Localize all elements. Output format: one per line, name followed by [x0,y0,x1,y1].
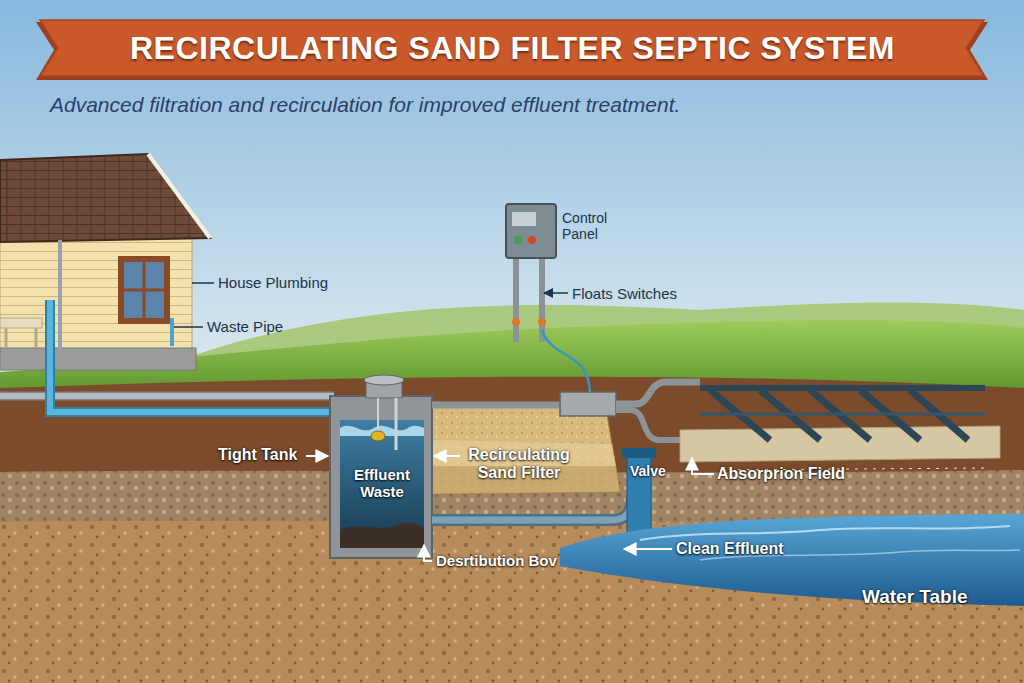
diagram-title: RECIRCULATING SAND FILTER SEPTIC SYSTEM [60,30,965,67]
part-label: Absorprion Field [717,465,845,483]
leader-line [192,282,214,284]
topsoil [0,377,1024,683]
panel-display [512,212,536,226]
deck-post [35,328,38,348]
gravel-layer [0,470,1024,683]
deck [0,318,42,328]
distribution-box [560,392,616,416]
valve-body [622,448,656,458]
window-mullion [124,289,164,292]
panel-post [513,255,519,342]
tank-lid [364,375,404,385]
roof-fascia [148,154,210,238]
part-label: Control Panel [562,210,622,242]
waste-pipe-outline [50,300,334,412]
panel-light [514,236,522,244]
part-label: Recirculating Sand Filter [460,446,578,483]
title-banner [40,20,984,76]
field-cross-pipe [700,413,985,416]
leader-arrow [434,455,460,457]
float-indicator [512,318,520,326]
filter-feed-pipe [432,402,560,409]
drain-pipe [170,318,174,346]
part-label: Tight Tank [218,446,297,464]
part-label: Effluent Waste [346,466,418,501]
leader-arrow [692,458,714,474]
pump-pipe [395,398,398,450]
panel-post [539,255,545,342]
diagram-caption: Advanced filtration and recirculation fo… [50,93,680,117]
leader-arrow [424,545,432,561]
house-wall [0,228,192,353]
part-label: House Plumbing [218,274,328,291]
float-wire [542,330,590,392]
sludge [340,523,424,548]
part-label: Water Table [862,586,968,608]
leader-arrow [544,292,568,294]
part-label: Waste Pipe [207,318,283,335]
part-label: Valve [630,463,666,479]
leader-arrow [306,455,328,457]
field-gravel-bed [680,426,1000,462]
deck-post [5,328,8,348]
leader-line [174,326,203,328]
part-label: Floats Switches [572,285,677,302]
window-glass [124,262,164,318]
part-label: Desrtibution Bov [436,552,557,569]
control-panel [506,204,556,258]
field-feed-pipe [616,382,700,404]
house-foundation [0,348,196,370]
water-ripple [640,526,1010,540]
part-label: Clean Effluent [676,540,784,558]
float-rod [377,398,379,432]
panel-light [528,236,536,244]
house-roof [0,154,210,242]
float-indicator [538,318,546,326]
outlet-pipe [432,495,632,520]
field-header [700,385,985,391]
tank-effluent [340,420,424,548]
leader-arrow [624,548,672,550]
window-frame [118,256,170,324]
vent-pipe [58,240,62,350]
tank-wall [330,396,432,558]
waste-pipe [50,300,334,412]
float-switch [371,431,385,441]
outlet-pipe-outline [432,495,632,520]
